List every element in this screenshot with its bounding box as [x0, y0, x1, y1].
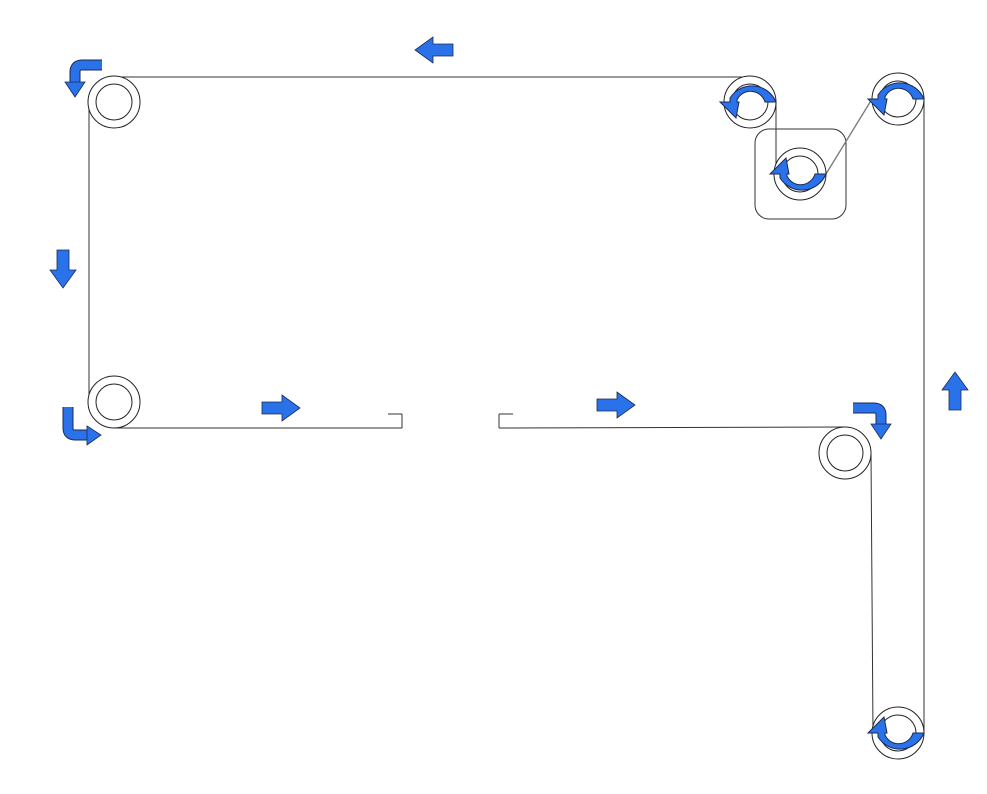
belt-segment — [870, 452, 874, 734]
bent-arrow-head-icon — [64, 81, 86, 98]
arrow-left-icon — [414, 36, 454, 64]
diagonal-belt-segment — [825, 98, 873, 175]
arrow-down-icon — [49, 249, 77, 289]
arrow-right-icon — [596, 391, 636, 419]
arrow-up-icon — [941, 371, 969, 411]
bent-arrow-head-icon — [870, 423, 892, 440]
tensioner-box — [754, 128, 847, 220]
bent-arrow-icon — [70, 60, 102, 83]
rotate-arrow-icon — [866, 715, 925, 750]
pulley-bottom-left-hub — [95, 383, 133, 421]
pulley-mid-right-hub — [826, 434, 864, 472]
bent-arrow-icon — [853, 403, 886, 425]
rotate-arrow-icon — [718, 85, 777, 120]
arrow-right-icon — [261, 394, 301, 422]
belt-segment — [498, 426, 846, 429]
bent-arrow-head-icon — [86, 425, 102, 446]
rotate-arrow-icon — [768, 156, 827, 191]
rotate-arrow-icon — [866, 82, 925, 117]
bent-arrow-icon — [63, 407, 88, 440]
pulley-top-left-hub — [95, 83, 133, 121]
